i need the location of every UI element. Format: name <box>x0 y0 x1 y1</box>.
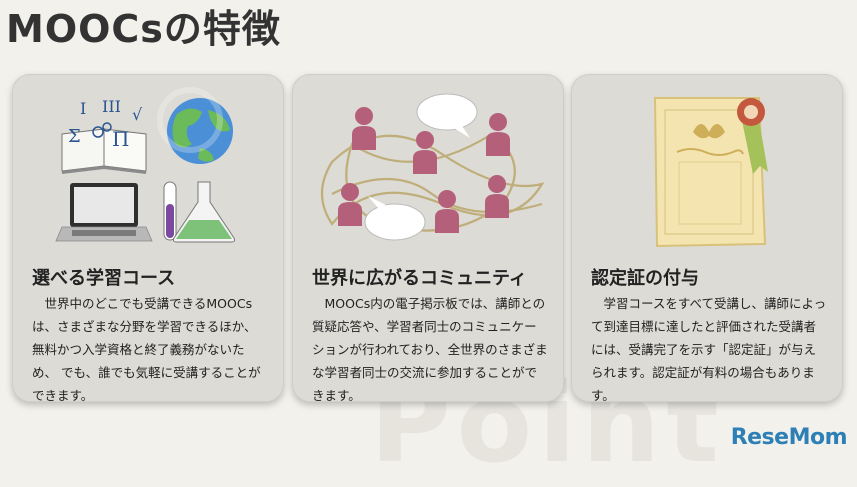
svg-text:III: III <box>102 97 121 116</box>
page-title: MOOCsの特徴 <box>6 7 281 51</box>
people-icons <box>338 107 510 233</box>
card-description: 学習コースをすべて受講し、講師によって到達目標に達したと評価された受講者には、受… <box>591 296 827 403</box>
card-certificate: 認定証の付与 学習コースをすべて受講し、講師によって到達目標に達したと評価された… <box>571 74 843 403</box>
laptop-icon <box>55 183 153 242</box>
card-description: MOOCs内の電子掲示板では、講師との質疑応答や、学習者同士のコミュニケーション… <box>312 296 548 403</box>
card-community: 世界に広がるコミュニティ MOOCs内の電子掲示板では、講師との質疑応答や、学習… <box>292 74 564 403</box>
certificate-illustration <box>653 97 768 248</box>
card-heading: 認定証の付与 <box>591 268 699 289</box>
card-course-choice: I III Σ Π √ 選べる学習コース 世界中のどこで <box>12 74 284 403</box>
community-illustration <box>321 93 545 241</box>
certificate-icon <box>653 97 767 248</box>
course-choice-illustration: I III Σ Π √ <box>55 87 236 243</box>
card-heading: 世界に広がるコミュニティ <box>312 268 527 289</box>
book-math-icon: I III Σ Π √ <box>61 97 147 174</box>
speech-bubble-icon <box>364 93 478 241</box>
card-description: 世界中のどこでも受講できるMOOCsは、さまざまな分野を学習できるほか、無料かつ… <box>32 296 261 403</box>
globe-icon <box>157 87 233 164</box>
flask-icon <box>163 181 236 243</box>
resemom-logo: ReseMom <box>730 425 848 450</box>
card-heading: 選べる学習コース <box>32 268 176 289</box>
svg-text:√: √ <box>132 105 143 124</box>
svg-text:Σ: Σ <box>68 126 81 147</box>
svg-text:Π: Π <box>112 127 129 151</box>
ribbon-rosette-icon <box>737 98 768 174</box>
svg-text:I: I <box>80 99 86 118</box>
